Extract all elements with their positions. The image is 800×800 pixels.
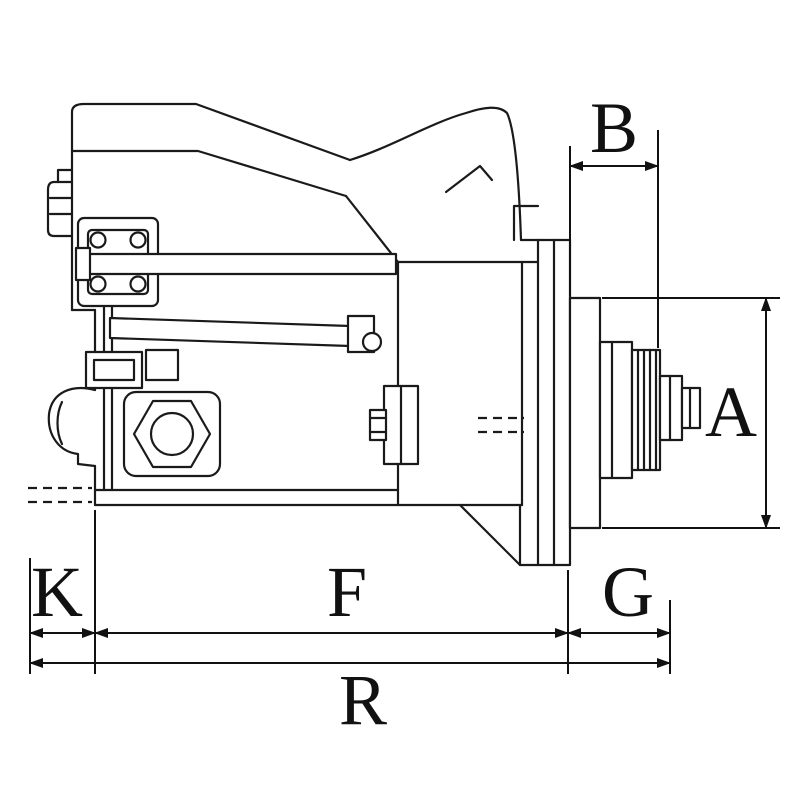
- dimension-label-G: G: [602, 552, 654, 632]
- shift-lever: [108, 314, 383, 354]
- dimension-R: R: [29, 658, 671, 740]
- through-bolt: [74, 246, 398, 282]
- drive-collar: [598, 340, 634, 480]
- pivot-circle: [361, 331, 383, 353]
- bolt-hole-icon: [89, 275, 107, 293]
- dimension-A: A: [602, 297, 780, 529]
- dimension-label-R: R: [339, 660, 387, 740]
- hidden-lines: [28, 416, 524, 504]
- motor-body-outline: [46, 102, 540, 567]
- dimension-KFG: K F G: [29, 510, 671, 674]
- pinion-gear: [630, 348, 662, 472]
- dimension-label-F: F: [327, 552, 367, 632]
- dimension-label-B: B: [590, 88, 638, 168]
- pilot-boss: [568, 296, 602, 530]
- dimension-B: B: [569, 88, 659, 348]
- bolt-hole-icon: [129, 275, 147, 293]
- hex-nut-icon: [132, 399, 212, 469]
- brush-holder: [368, 384, 420, 466]
- mounting-flange: [536, 238, 572, 567]
- dimension-label-A: A: [705, 372, 757, 452]
- bolt-hole-icon: [89, 231, 107, 249]
- bolt-hole-icon: [129, 231, 147, 249]
- hex-bolt-boss: [122, 390, 222, 478]
- cable-clamp: [84, 348, 180, 390]
- shaft-tip: [658, 374, 702, 442]
- dimension-label-K: K: [31, 552, 83, 632]
